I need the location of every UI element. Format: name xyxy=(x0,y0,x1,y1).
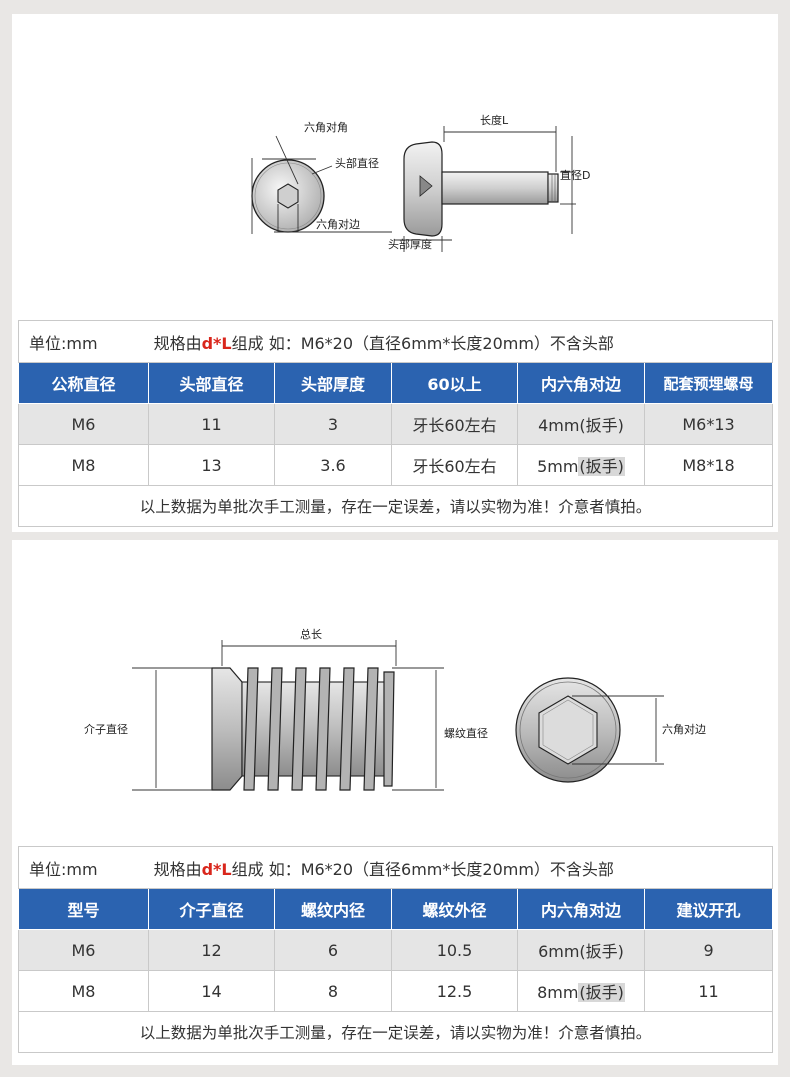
table-cell: 13 xyxy=(148,444,275,486)
hex-corner-label: 六角对角 xyxy=(304,120,348,134)
insert-nut-end-view xyxy=(515,677,621,783)
hex-size: 6mm xyxy=(538,942,580,961)
hex-size: 5mm xyxy=(537,457,579,476)
note-prefix: 规格由 xyxy=(153,859,202,879)
table-cell: 3 xyxy=(274,403,392,445)
column-header: 公称直径 xyxy=(18,362,149,404)
column-header: 60以上 xyxy=(391,362,518,404)
total-length-label: 总长 xyxy=(300,627,322,641)
note-prefix: 规格由 xyxy=(153,333,202,353)
spec-note: 单位:mm 规格由d*L组成 如：M6*20（直径6mm*长度20mm）不含头部 xyxy=(17,320,774,363)
wrench-note: (扳手) xyxy=(578,457,625,476)
bolt-diagram: 六角对角 头部直径 六角对边 长度L 直径D 头部厚度 xyxy=(251,113,590,252)
table-cell: 11 xyxy=(148,403,275,445)
insert-nut-side-view xyxy=(211,667,395,791)
disclaimer: 以上数据为单批次手工测量，存在一定误差，请以实物为准！介意者慎拍。 xyxy=(17,1011,774,1053)
column-header: 内六角对边 xyxy=(517,888,645,930)
hex-size: 4mm xyxy=(538,416,580,435)
head-diameter-label: 头部直径 xyxy=(335,156,379,170)
insert-nut-diagram: 总长 介子直径 螺纹直径 六角对边 xyxy=(84,627,706,791)
note-suffix: 组成 如：M6*20（直径6mm*长度20mm）不含头部 xyxy=(231,333,614,353)
table-cell: M8*18 xyxy=(643,444,774,486)
table-cell: 10.5 xyxy=(391,929,518,971)
table-row: M8 13 3.6 牙长60左右 5mm(扳手) M8*18 xyxy=(18,444,774,486)
unit-label: 单位:mm xyxy=(29,333,98,353)
table-cell: 12.5 xyxy=(391,970,518,1012)
table-row: M8 14 8 12.5 8mm(扳手) 11 xyxy=(18,970,774,1012)
table-row: M6 12 6 10.5 6mm(扳手) 9 xyxy=(18,929,774,971)
wrench-note: (扳手) xyxy=(579,942,624,961)
table-cell: 9 xyxy=(643,929,774,971)
wrench-note: (扳手) xyxy=(578,983,625,1002)
hex-flat-label: 六角对边 xyxy=(316,217,360,231)
table-cell: 牙长60左右 xyxy=(391,403,518,445)
spec-note: 单位:mm 规格由d*L组成 如：M6*20（直径6mm*长度20mm）不含头部 xyxy=(17,846,774,889)
table-cell: 6 xyxy=(274,929,392,971)
column-header: 配套预埋螺母 xyxy=(643,362,774,404)
length-label: 长度L xyxy=(480,113,509,127)
bolt-spec-panel: 六角对角 头部直径 六角对边 长度L 直径D 头部厚度 xyxy=(12,14,778,532)
table-cell: 4mm(扳手) xyxy=(517,403,645,445)
column-header: 螺纹外径 xyxy=(391,888,518,930)
column-header: 建议开孔 xyxy=(643,888,774,930)
table-cell: 8mm(扳手) xyxy=(517,970,645,1012)
table-cell: 5mm(扳手) xyxy=(517,444,645,486)
insert-nut-spec-panel: 总长 介子直径 螺纹直径 六角对边 单位:mm 规格由d*L组成 如：M6*20（… xyxy=(12,540,778,1065)
column-header: 头部厚度 xyxy=(274,362,392,404)
hex-flat-label: 六角对边 xyxy=(662,722,706,736)
thread-diameter-label: 螺纹直径 xyxy=(444,726,488,740)
bolt-head-end-view xyxy=(251,135,392,234)
table-cell: 8 xyxy=(274,970,392,1012)
table-cell: 6mm(扳手) xyxy=(517,929,645,971)
unit-label: 单位:mm xyxy=(29,859,98,879)
table-cell: M6 xyxy=(18,929,149,971)
note-formula: d*L xyxy=(201,333,232,353)
insert-diameter-label: 介子直径 xyxy=(84,722,128,736)
wrench-note: (扳手) xyxy=(579,416,624,435)
hex-size: 8mm xyxy=(537,983,579,1002)
diameter-label: 直径D xyxy=(560,168,590,182)
table-cell: 牙长60左右 xyxy=(391,444,518,486)
disclaimer: 以上数据为单批次手工测量，存在一定误差，请以实物为准！介意者慎拍。 xyxy=(17,485,774,527)
table-cell: 14 xyxy=(148,970,275,1012)
table-cell: M6 xyxy=(18,403,149,445)
table-cell: M8 xyxy=(18,970,149,1012)
column-header: 介子直径 xyxy=(148,888,275,930)
table-cell: 3.6 xyxy=(274,444,392,486)
table-cell: 12 xyxy=(148,929,275,971)
column-header: 头部直径 xyxy=(148,362,275,404)
bolt-side-view xyxy=(403,141,559,237)
table-cell: 11 xyxy=(643,970,774,1012)
column-header: 型号 xyxy=(18,888,149,930)
table-row: M6 11 3 牙长60左右 4mm(扳手) M6*13 xyxy=(18,403,774,445)
note-suffix: 组成 如：M6*20（直径6mm*长度20mm）不含头部 xyxy=(231,859,614,879)
table-cell: M8 xyxy=(18,444,149,486)
note-formula: d*L xyxy=(201,859,232,879)
table-header-row: 公称直径 头部直径 头部厚度 60以上 内六角对边 配套预埋螺母 xyxy=(18,362,774,404)
column-header: 螺纹内径 xyxy=(274,888,392,930)
table-header-row: 型号 介子直径 螺纹内径 螺纹外径 内六角对边 建议开孔 xyxy=(18,888,774,930)
table-cell: M6*13 xyxy=(643,403,774,445)
column-header: 内六角对边 xyxy=(517,362,645,404)
head-thickness-label: 头部厚度 xyxy=(388,237,432,251)
